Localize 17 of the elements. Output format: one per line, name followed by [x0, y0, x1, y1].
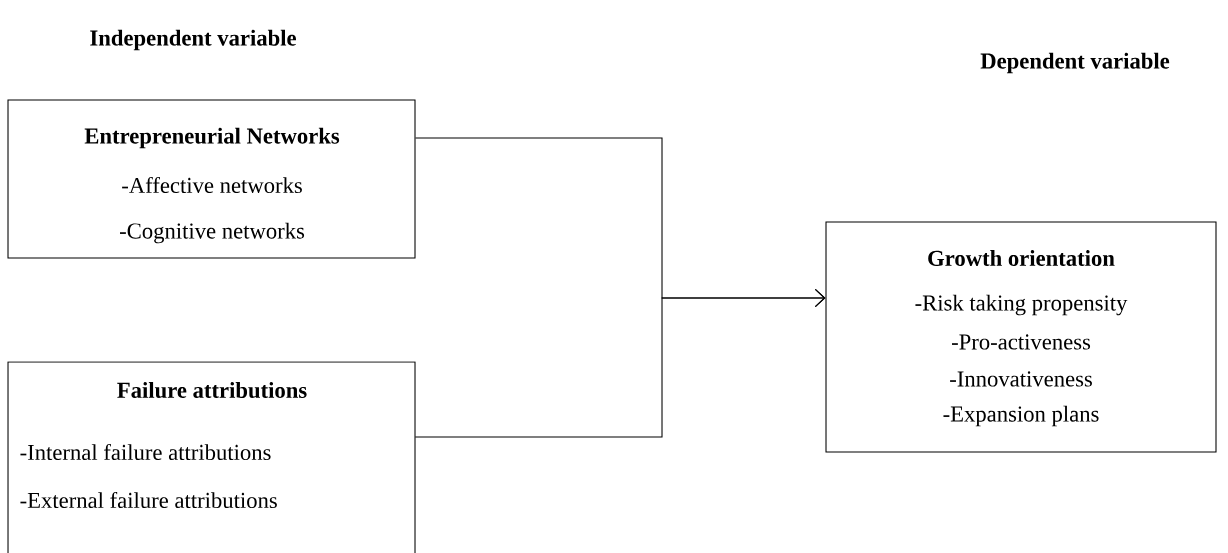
- variable-box: [7, 361, 416, 553]
- box-heading: Growth orientation: [928, 250, 1115, 266]
- list-item: -Cognitive networks: [120, 222, 305, 244]
- list-item: -Affective networks: [122, 176, 302, 194]
- arrow: [414, 288, 826, 438]
- variable-box: [825, 221, 1217, 453]
- box-heading: Failure attributions: [117, 382, 307, 398]
- heading: Independent variable: [90, 29, 296, 51]
- variable-box: [7, 99, 416, 259]
- list-item: -Expansion plans: [943, 405, 1099, 427]
- heading: Dependent variable: [980, 52, 1170, 74]
- list-item: -Internal failure attributions: [20, 443, 271, 461]
- box-heading: Entrepreneurial Networks: [84, 127, 340, 149]
- list-item: -Risk taking propensity: [915, 294, 1128, 316]
- list-item: -Innovativeness: [950, 371, 1092, 387]
- list-item: -Pro-activeness: [951, 334, 1091, 350]
- list-item: -External failure attributions: [20, 491, 277, 509]
